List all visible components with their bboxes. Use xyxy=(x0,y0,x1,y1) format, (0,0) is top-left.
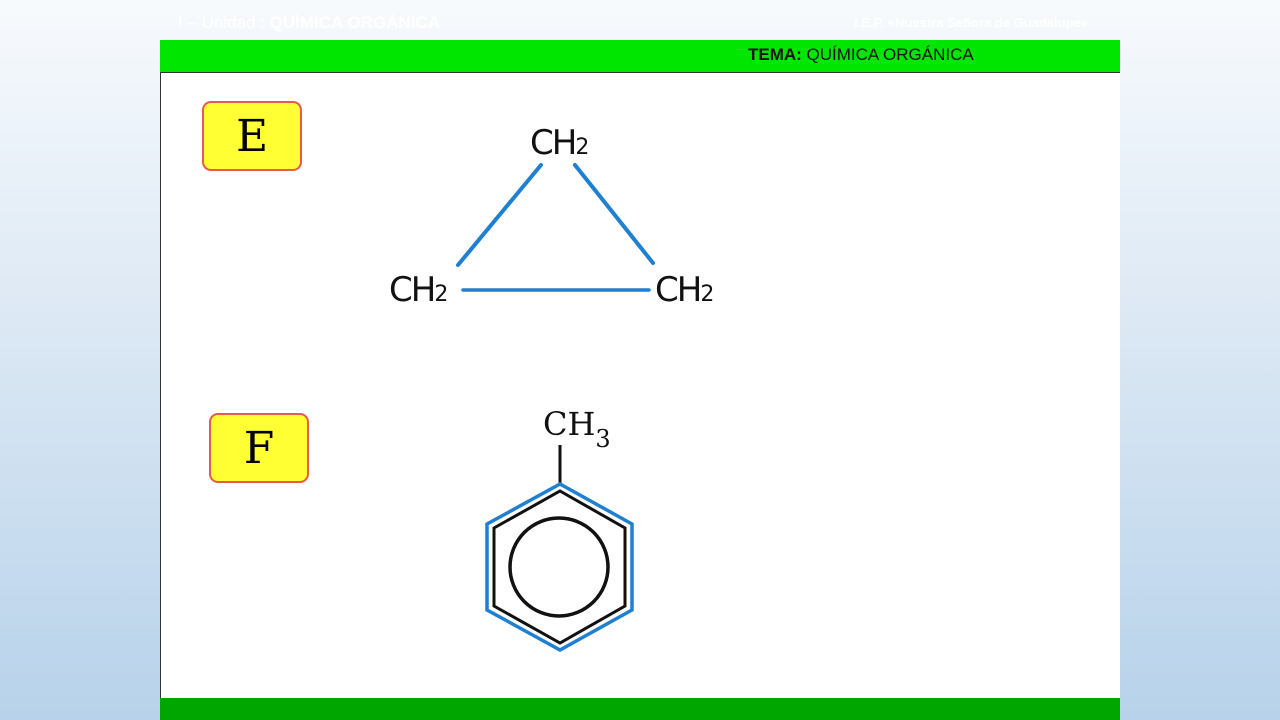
label-e-text: E xyxy=(235,110,269,162)
ch2-top: CH2 xyxy=(530,123,587,163)
toluene-structure: CH3 xyxy=(485,405,634,652)
school-name: I.E.P. «Nuestra Señora de Guadalupe» xyxy=(854,15,1088,30)
label-f-text: F xyxy=(243,422,275,474)
slide-content: E F CH2 CH2 CH2 CH3 xyxy=(160,72,1120,698)
ch2-left: CH2 xyxy=(389,270,446,310)
label-e-box: E xyxy=(202,101,302,171)
benzene-outer-hexagon xyxy=(485,482,634,652)
footer-bar xyxy=(160,698,1120,720)
label-f-box: F xyxy=(209,413,309,483)
cyclopropane-structure: CH2 CH2 CH2 xyxy=(389,123,714,310)
topic-label: TEMA: QUÍMICA ORGÁNICA xyxy=(748,45,974,65)
slide-header: I – Unidad : QUÍMICA ORGÁNICA I.E.P. «Nu… xyxy=(160,0,1120,40)
bond-top-left xyxy=(456,163,543,267)
unit-label: I – Unidad : QUÍMICA ORGÁNICA xyxy=(178,13,440,33)
ch2-right: CH2 xyxy=(655,270,712,310)
ch3-group: CH3 xyxy=(543,405,611,453)
aromatic-ring-circle xyxy=(508,516,610,618)
unit-prefix: I – Unidad : xyxy=(178,13,270,32)
bond-top-right xyxy=(573,163,655,265)
benzene-inner-hexagon xyxy=(492,489,627,645)
structures-canvas: CH2 CH2 CH2 CH3 xyxy=(389,123,714,652)
topic-key: TEMA: xyxy=(748,45,802,64)
unit-title: QUÍMICA ORGÁNICA xyxy=(269,13,440,32)
topic-bar: TEMA: QUÍMICA ORGÁNICA xyxy=(160,40,1120,72)
topic-value: QUÍMICA ORGÁNICA xyxy=(801,45,974,64)
